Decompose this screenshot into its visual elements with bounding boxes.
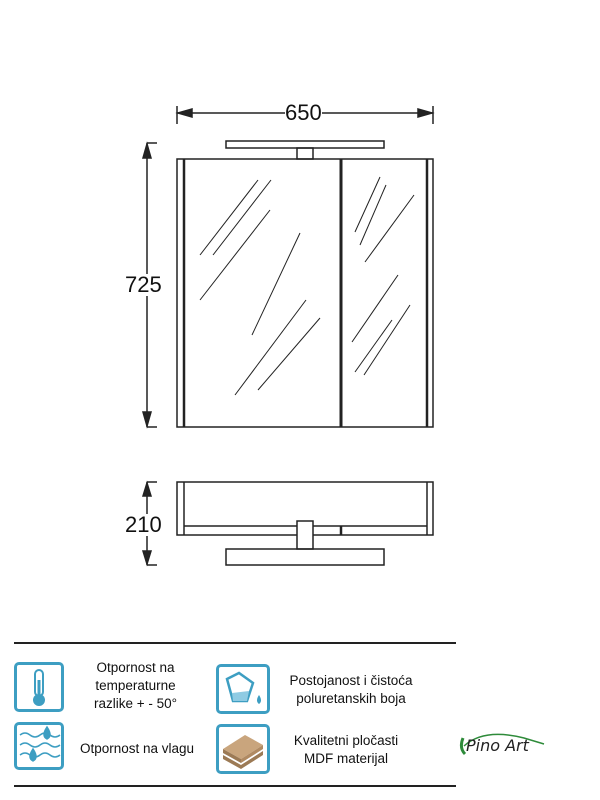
- pino-art-logo: Pino Art: [458, 733, 545, 756]
- feature-moisture: Otpornost na vlagu: [72, 740, 202, 758]
- feature-text: razlike + - 50°: [93, 696, 178, 711]
- divider: [14, 785, 456, 787]
- height-label: 725: [125, 272, 162, 297]
- brand-name: Pino Art: [466, 736, 529, 755]
- paint-bucket-icon: [216, 664, 270, 714]
- feature-text: Kvalitetni pločasti: [293, 733, 399, 748]
- thermometer-icon: [14, 662, 64, 712]
- feature-text: Otpornost na: [96, 660, 175, 675]
- mdf-boards-icon: [216, 724, 270, 774]
- top-view: [176, 481, 434, 566]
- divider: [14, 642, 456, 644]
- feature-mdf: Kvalitetni pločasti MDF materijal: [276, 732, 416, 768]
- width-label: 650: [285, 100, 322, 125]
- depth-label: 210: [125, 512, 162, 537]
- feature-text: Postojanost i čistoća: [289, 673, 413, 688]
- feature-temperature: Otpornost na temperaturne razlike + - 50…: [78, 659, 193, 713]
- water-drops-icon: [14, 722, 64, 770]
- feature-text: MDF materijal: [303, 751, 388, 766]
- feature-text: Otpornost na vlagu: [79, 741, 195, 756]
- feature-text: poluretanskih boja: [296, 691, 406, 706]
- feature-paint: Postojanost i čistoća poluretanskih boja: [276, 672, 426, 708]
- mirror-reflection-lines: [199, 176, 415, 396]
- front-view: [176, 140, 434, 428]
- feature-text: temperaturne: [95, 678, 176, 693]
